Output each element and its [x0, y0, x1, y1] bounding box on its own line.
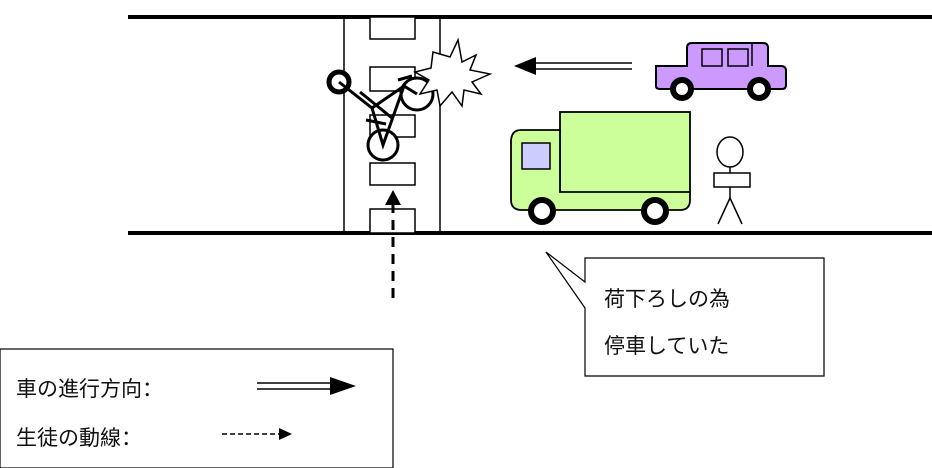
legend-car-direction-label: 車の進行方向： [16, 377, 163, 401]
legend-student-path-icon [222, 428, 292, 440]
callout-line-2: 停車していた [604, 334, 730, 358]
collision-burst-icon [413, 37, 493, 108]
student-path-arrow [385, 190, 401, 298]
legend-car-arrow-icon [257, 377, 356, 395]
truck [510, 111, 691, 225]
person-unloading [713, 136, 751, 225]
package [713, 172, 751, 188]
legend-student-path-label: 生徒の動線： [16, 426, 142, 450]
car-direction-arrow [514, 57, 632, 75]
truck-window [521, 142, 551, 170]
legend-box [0, 348, 394, 468]
callout-line-1: 荷下ろしの為 [604, 287, 730, 311]
car [655, 42, 787, 101]
callout-bubble [545, 251, 825, 377]
